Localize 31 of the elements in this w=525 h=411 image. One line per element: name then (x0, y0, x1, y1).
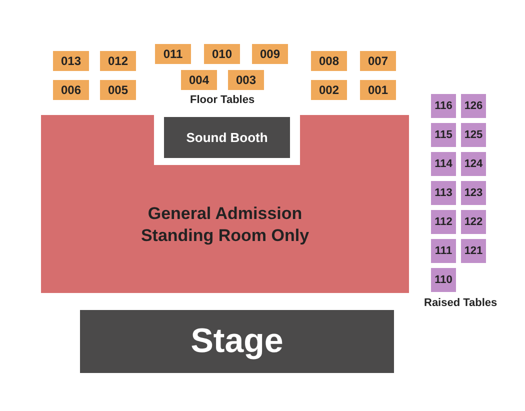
raised-table: 123 (461, 181, 486, 205)
floor-table: 009 (252, 44, 288, 64)
section-label: Raised Tables (424, 297, 498, 309)
section-label: Floor Tables (190, 94, 255, 106)
raised-table: 113 (431, 181, 456, 205)
raised-table: 115 (431, 123, 456, 147)
raised-table: 125 (461, 123, 486, 147)
floor-table: 012 (100, 51, 136, 71)
raised-table: 124 (461, 152, 486, 176)
floor-table: 010 (204, 44, 240, 64)
floor-table: 011 (155, 44, 191, 64)
raised-table: 110 (431, 268, 456, 292)
raised-table: 112 (431, 210, 456, 234)
sound-booth-area: Sound Booth (164, 117, 290, 158)
floor-table: 002 (311, 80, 347, 100)
floor-table: 003 (228, 70, 264, 90)
floor-table: 008 (311, 51, 347, 71)
stage-area: Stage (80, 310, 394, 373)
raised-table: 121 (461, 239, 486, 263)
floor-table: 007 (360, 51, 396, 71)
floor-table: 001 (360, 80, 396, 100)
raised-table: 122 (461, 210, 486, 234)
floor-table: 006 (53, 80, 89, 100)
raised-table: 126 (461, 94, 486, 118)
raised-table: 114 (431, 152, 456, 176)
floor-table: 013 (53, 51, 89, 71)
floor-table: 005 (100, 80, 136, 100)
raised-table: 116 (431, 94, 456, 118)
area-name: General Admission Standing Room Only (140, 203, 310, 247)
raised-table: 111 (431, 239, 456, 263)
floor-table: 004 (181, 70, 217, 90)
